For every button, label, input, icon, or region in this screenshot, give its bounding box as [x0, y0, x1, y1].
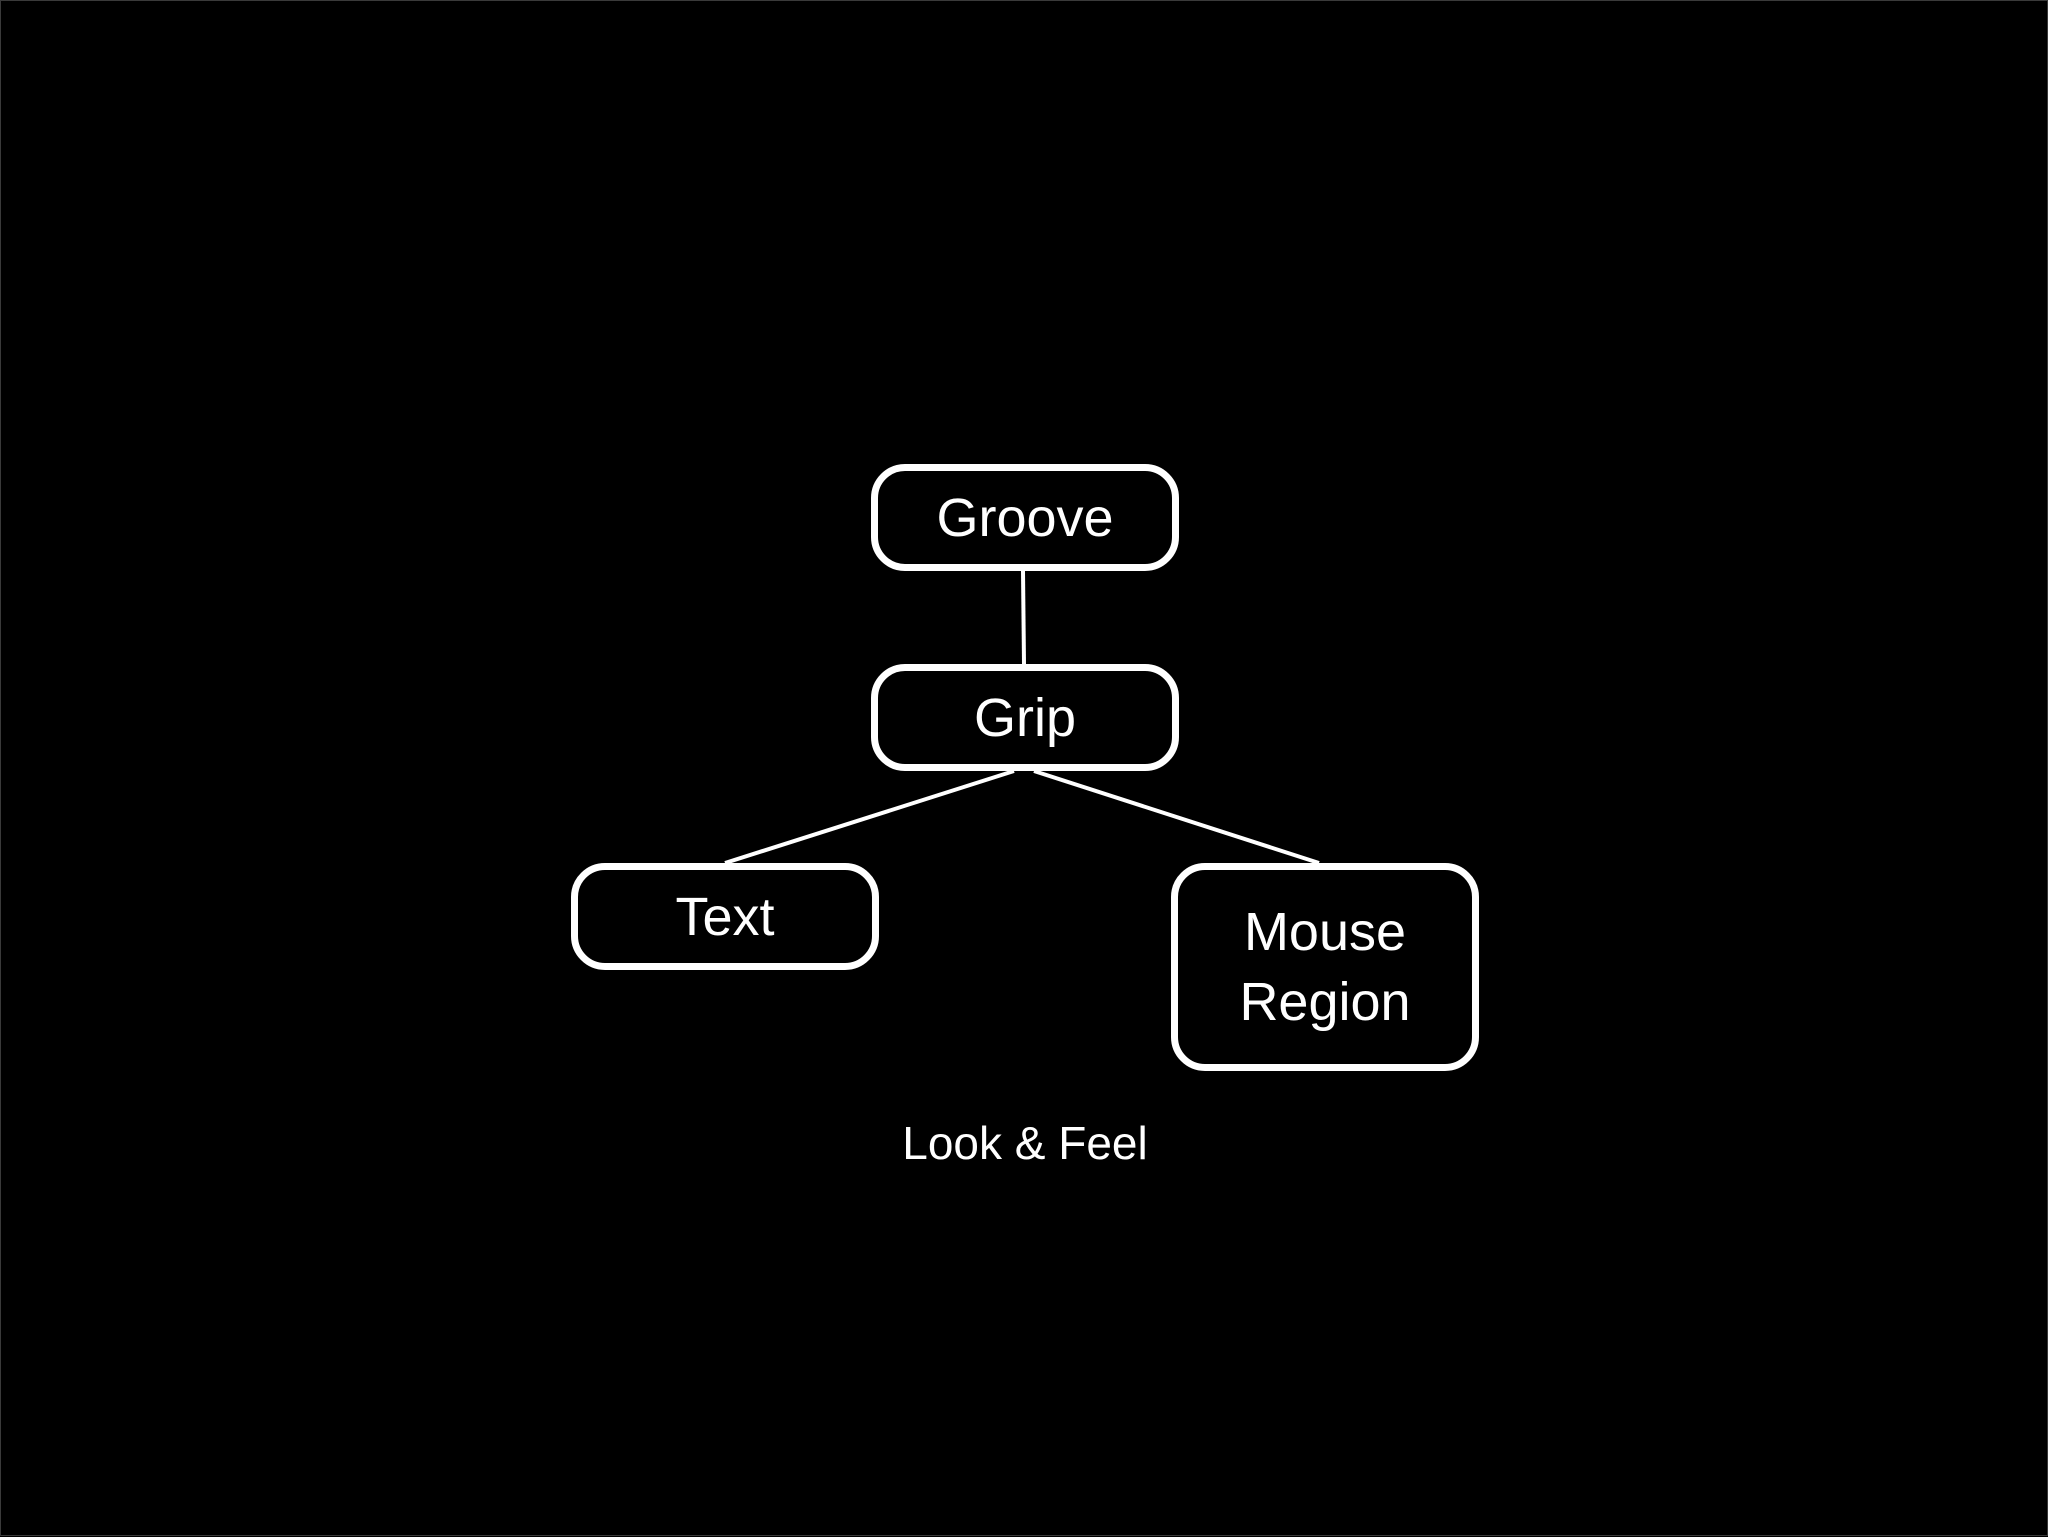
- node-text: Text: [571, 863, 879, 970]
- edge-grip-text: [724, 769, 1015, 865]
- node-text-label: Text: [675, 886, 775, 947]
- node-mouse-region: Mouse Region: [1171, 863, 1479, 1071]
- node-groove: Groove: [871, 464, 1179, 571]
- edge-grip-mouse-region: [1033, 769, 1320, 865]
- node-mouse-region-label: Mouse Region: [1239, 902, 1411, 1032]
- diagram-caption: Look & Feel: [902, 1117, 1148, 1169]
- node-grip: Grip: [871, 664, 1179, 771]
- node-grip-label: Grip: [973, 687, 1076, 748]
- node-groove-label: Groove: [936, 487, 1114, 548]
- edge-groove-grip: [1021, 570, 1026, 665]
